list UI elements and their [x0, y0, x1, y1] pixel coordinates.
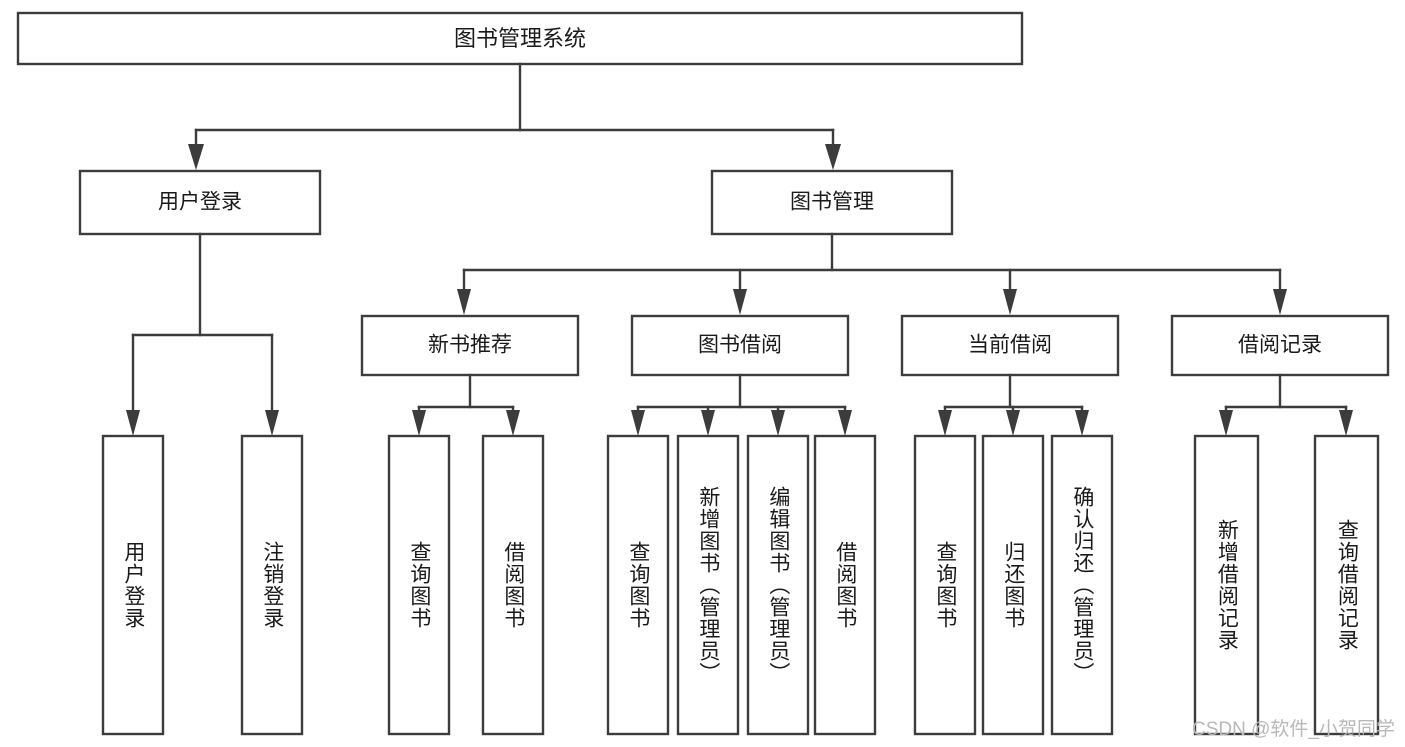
node-user-login[interactable]: 用户登录	[78, 169, 322, 236]
arrow-head-leaf-book-borrow-4	[838, 410, 852, 436]
leaf-box-new-book-1[interactable]	[387, 434, 451, 736]
leaf-box-book-borrow-1[interactable]	[606, 434, 670, 736]
connector-root-to-level2	[188, 62, 841, 170]
leaf-box-borrow-record-2[interactable]	[1313, 434, 1380, 736]
leaf-box-current-borrow-2[interactable]	[981, 434, 1045, 736]
arrow-head-current-borrow	[1003, 289, 1017, 315]
node-book-management[interactable]: 图书管理	[710, 169, 954, 236]
node-borrow-record[interactable]: 借阅记录	[1170, 314, 1390, 377]
leaf-box-current-borrow-3[interactable]	[1050, 434, 1114, 736]
arrow-head-leaf-new-book-2	[506, 410, 520, 436]
node-label-root: 图书管理系统	[454, 26, 586, 51]
leaf-box-book-borrow-2[interactable]	[676, 434, 740, 736]
leaf-box-user-login-2[interactable]	[240, 434, 304, 736]
arrow-head-book-borrow	[733, 289, 747, 315]
arrow-head-leaf-current-borrow-3	[1075, 410, 1089, 436]
arrow-head-leaf-current-borrow-2	[1006, 410, 1020, 436]
leaf-box-book-borrow-4[interactable]	[813, 434, 877, 736]
connector-book-management-to-level3	[457, 232, 1287, 315]
arrow-head-leaf-user-login-2	[265, 410, 279, 436]
arrow-head-leaf-book-borrow-3	[771, 410, 785, 436]
connector-user-login-to-leaves	[126, 232, 279, 436]
node-new-book-recommend[interactable]: 新书推荐	[360, 314, 580, 377]
arrow-head-leaf-borrow-record-2	[1339, 410, 1353, 436]
arrow-head-book-manage	[825, 144, 841, 170]
connector-new-book-to-leaves	[412, 373, 520, 436]
arrow-head-new-book	[457, 289, 471, 315]
arrow-head-leaf-new-book-1	[412, 410, 426, 436]
node-current-borrow[interactable]: 当前借阅	[900, 314, 1120, 377]
connector-borrow-record-to-leaves	[1219, 373, 1353, 436]
leaf-box-new-book-2[interactable]	[481, 434, 545, 736]
csdn-watermark: CSDN @软件_小贺同学	[1192, 719, 1395, 740]
arrow-head-leaf-borrow-record-1	[1219, 410, 1233, 436]
arrow-head-leaf-user-login-1	[126, 410, 140, 436]
arrow-head-user-login	[188, 144, 204, 170]
node-label-borrow-record: 借阅记录	[1238, 334, 1322, 357]
leaf-box-current-borrow-1[interactable]	[913, 434, 977, 736]
node-label-user-login: 用户登录	[158, 191, 242, 214]
arrow-head-leaf-book-borrow-1	[631, 410, 645, 436]
arrow-head-leaf-book-borrow-2	[701, 410, 715, 436]
node-box-current-borrow[interactable]	[900, 314, 1120, 377]
arrow-head-leaf-current-borrow-1	[938, 410, 952, 436]
connector-book-borrow-to-leaves	[631, 373, 852, 436]
node-label-new-book-recommend: 新书推荐	[428, 334, 512, 357]
leaf-box-borrow-record-1[interactable]	[1193, 434, 1260, 736]
leaf-box-user-login-1[interactable]	[101, 434, 165, 736]
node-book-borrow[interactable]: 图书借阅	[630, 314, 850, 377]
node-box-new-book-recommend[interactable]	[360, 314, 580, 377]
node-root-system[interactable]: 图书管理系统	[16, 11, 1024, 66]
node-box-user-login[interactable]	[78, 169, 322, 236]
node-box-root[interactable]	[16, 11, 1024, 66]
arrow-head-borrow-record	[1273, 289, 1287, 315]
node-label-book-management: 图书管理	[790, 191, 874, 214]
connector-current-borrow-to-leaves	[938, 373, 1089, 436]
leaf-box-book-borrow-3[interactable]	[746, 434, 810, 736]
node-label-book-borrow: 图书借阅	[698, 334, 782, 357]
node-label-current-borrow: 当前借阅	[968, 334, 1052, 357]
